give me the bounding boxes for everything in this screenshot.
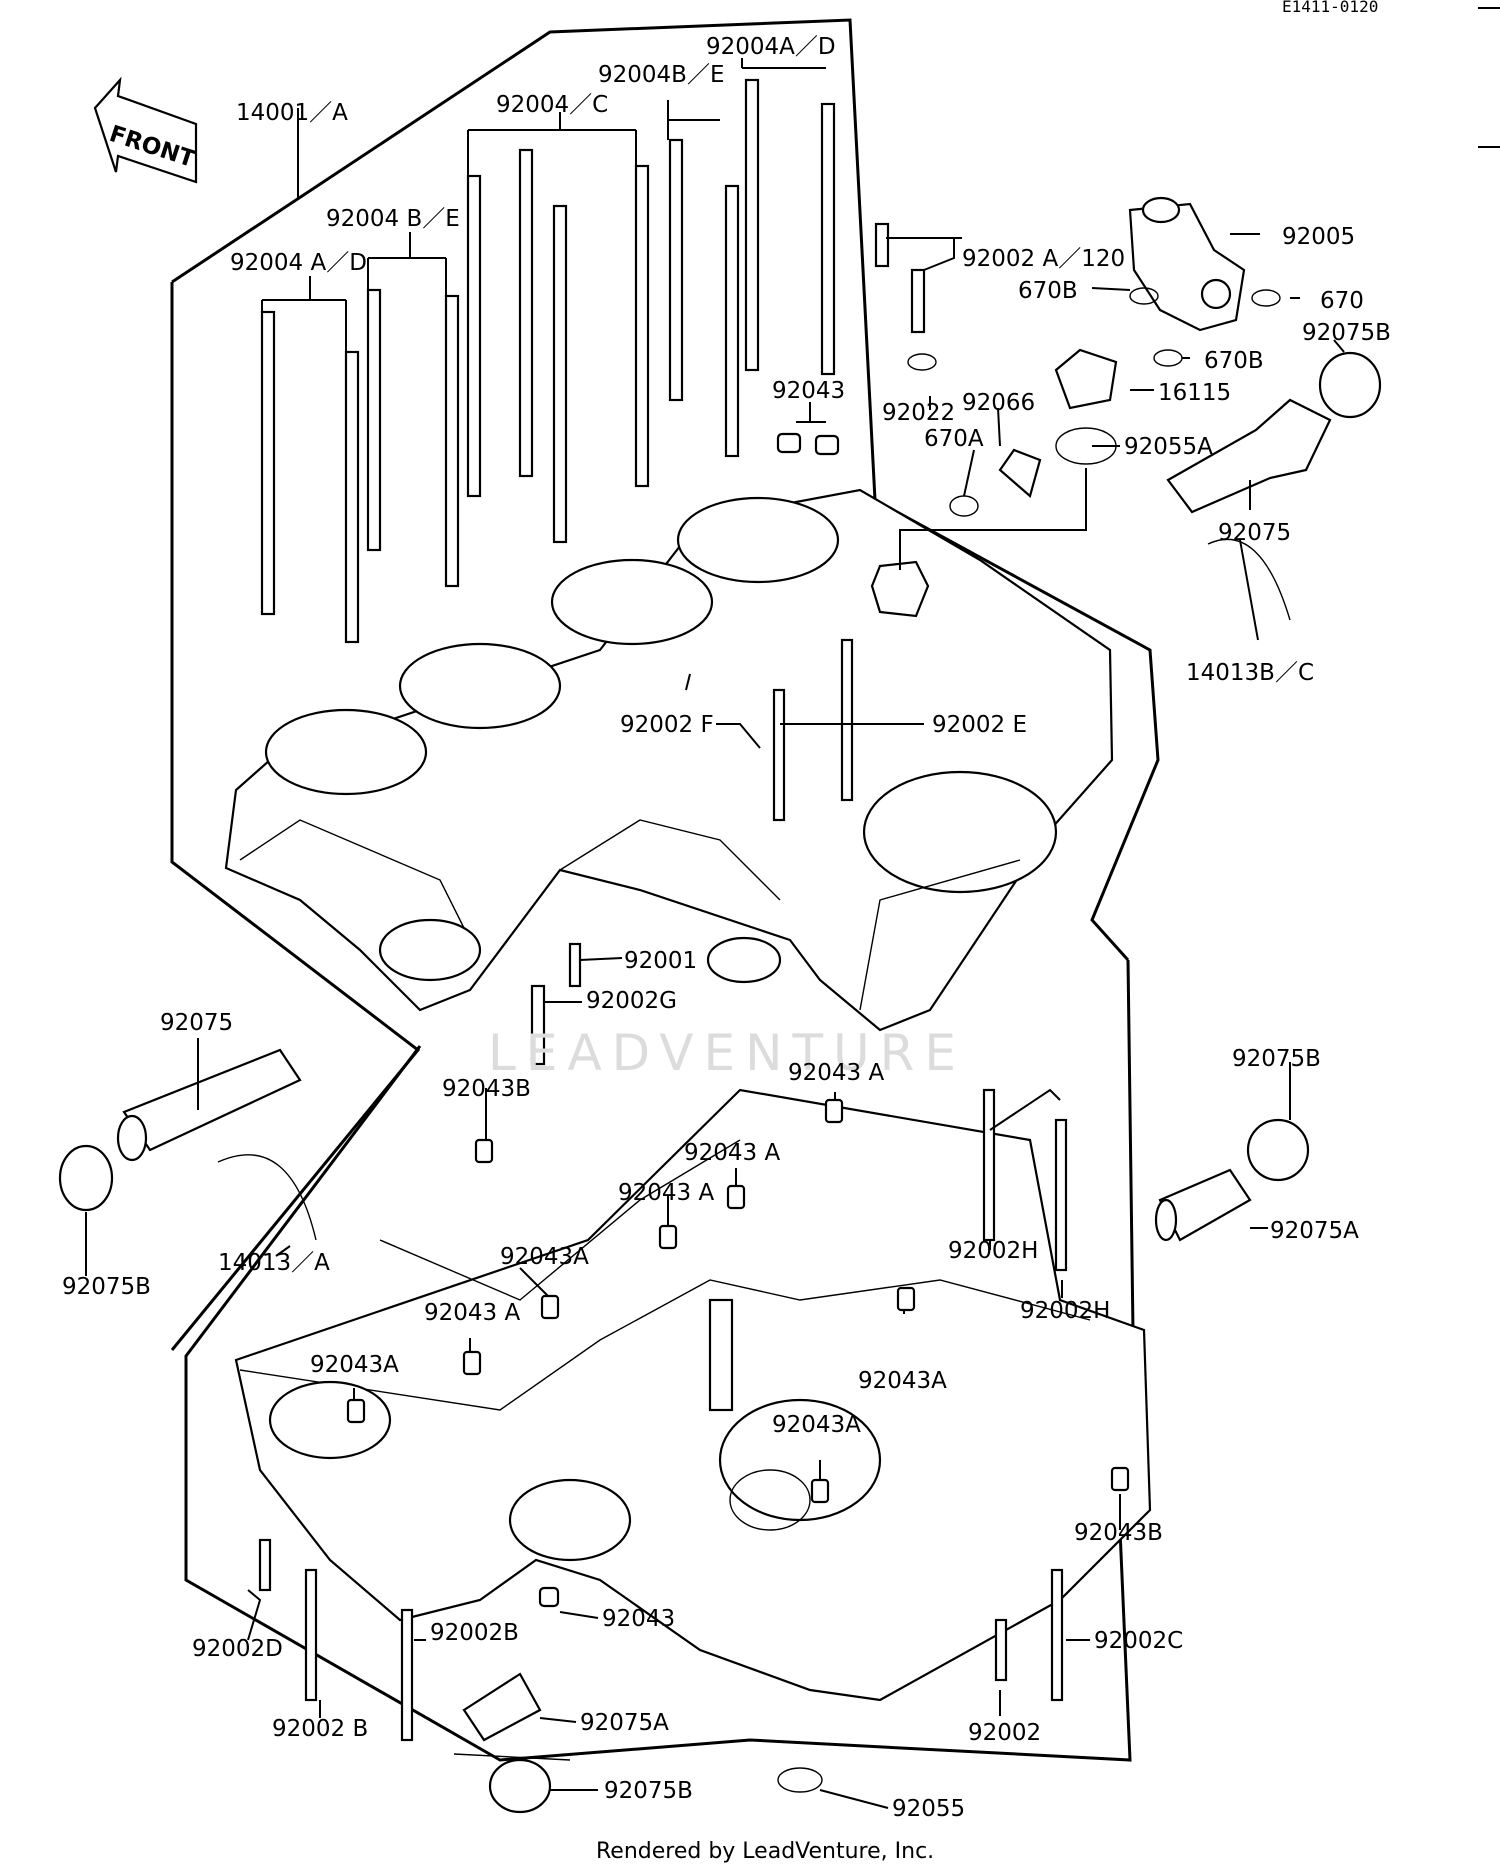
- dowel-pins-top: [776, 432, 840, 456]
- cylinder-studs: [260, 78, 836, 644]
- label-92002h-2: 92002H: [1020, 1298, 1110, 1324]
- label-14001-a: 14001／A: [236, 100, 348, 126]
- label-670: 670: [1320, 288, 1364, 314]
- right-oil-pump-parts: [1154, 1118, 1310, 1242]
- label-14013-bc: 14013B／C: [1186, 660, 1314, 686]
- label-670b-left: 670B: [1018, 278, 1078, 304]
- label-92002h-1: 92002H: [948, 1238, 1038, 1264]
- label-92004-be-left: 92004 B／E: [326, 206, 460, 232]
- label-92002-e: 92002 E: [932, 712, 1027, 738]
- label-92066: 92066: [962, 390, 1035, 416]
- label-92002-f: 92002 F: [620, 712, 714, 738]
- label-92075a-right: 92075A: [1270, 1218, 1359, 1244]
- label-92001: 92001: [624, 948, 697, 974]
- watermark: LEADVENTURE: [488, 1024, 966, 1082]
- label-92043-bottom: 92043: [602, 1606, 675, 1632]
- label-92002: 92002: [968, 1720, 1041, 1746]
- label-16115: 16115: [1158, 380, 1231, 406]
- label-92075b-left: 92075B: [62, 1274, 151, 1300]
- label-92043b-left: 92043B: [442, 1076, 531, 1102]
- label-92004-be-top: 92004B／E: [598, 62, 724, 88]
- label-92022: 92022: [882, 400, 955, 426]
- dowel-pins-lower: [346, 1098, 1130, 1608]
- bottom-oil-parts: [453, 1672, 823, 1814]
- lower-crankcase: [234, 1088, 1152, 1702]
- label-92043a-4: 92043A: [500, 1244, 589, 1270]
- label-92002c: 92002C: [1094, 1628, 1183, 1654]
- label-92055a: 92055A: [1124, 434, 1213, 460]
- label-92043a-1: 92043 A: [788, 1060, 884, 1086]
- upper-case-boundary: [171, 18, 1160, 962]
- label-92075b-right: 92075B: [1232, 1046, 1321, 1072]
- label-92005: 92005: [1282, 224, 1355, 250]
- label-92075b-bottom: 92075B: [604, 1778, 693, 1804]
- label-92075a-bottom: 92075A: [580, 1710, 669, 1736]
- label-92043a-7: 92043A: [858, 1368, 947, 1394]
- label-14013-a: 14013／A: [218, 1250, 330, 1276]
- label-92002b-2: 92002 B: [272, 1716, 368, 1742]
- reference-code: E1411-0120: [1282, 0, 1378, 16]
- label-92043-top: 92043: [772, 378, 845, 404]
- label-92043b-right: 92043B: [1074, 1520, 1163, 1546]
- leader-lines: [85, 58, 1345, 1809]
- label-92075-right: 92075: [1218, 520, 1291, 546]
- label-92043a-8: 92043A: [772, 1412, 861, 1438]
- label-92002-a120: 92002 A／120: [962, 246, 1125, 272]
- label-92043a-2: 92043 A: [684, 1140, 780, 1166]
- label-92075b-top: 92075B: [1302, 320, 1391, 346]
- label-92002d: 92002D: [192, 1636, 283, 1662]
- lower-case-bolts: [258, 1088, 1068, 1742]
- part-number-labels: 14001／A 92004A／D 92004B／E 92004／C 92004 …: [62, 34, 1391, 1822]
- label-92055: 92055: [892, 1796, 965, 1822]
- label-92002-g: 92002G: [586, 988, 677, 1014]
- label-92043a-3: 92043 A: [618, 1180, 714, 1206]
- label-670a: 670A: [924, 426, 984, 452]
- label-92004-c: 92004／C: [496, 92, 608, 118]
- label-92043a-5: 92043 A: [424, 1300, 520, 1326]
- footer-credit: Rendered by LeadVenture, Inc.: [596, 1839, 934, 1864]
- label-92004-ad-left: 92004 A／D: [230, 250, 367, 276]
- label-92002b-1: 92002B: [430, 1620, 519, 1646]
- label-92075-left: 92075: [160, 1010, 233, 1036]
- breather-assembly: [874, 196, 1382, 621]
- upper-case-bolts: [530, 638, 854, 1066]
- left-oil-pump-parts: [58, 1048, 317, 1241]
- front-arrow-icon: FRONT: [93, 76, 198, 184]
- upper-crankcase: [224, 488, 1114, 1032]
- label-92004-ad-top: 92004A／D: [706, 34, 836, 60]
- label-670b-right: 670B: [1204, 348, 1264, 374]
- label-92043a-6: 92043A: [310, 1352, 399, 1378]
